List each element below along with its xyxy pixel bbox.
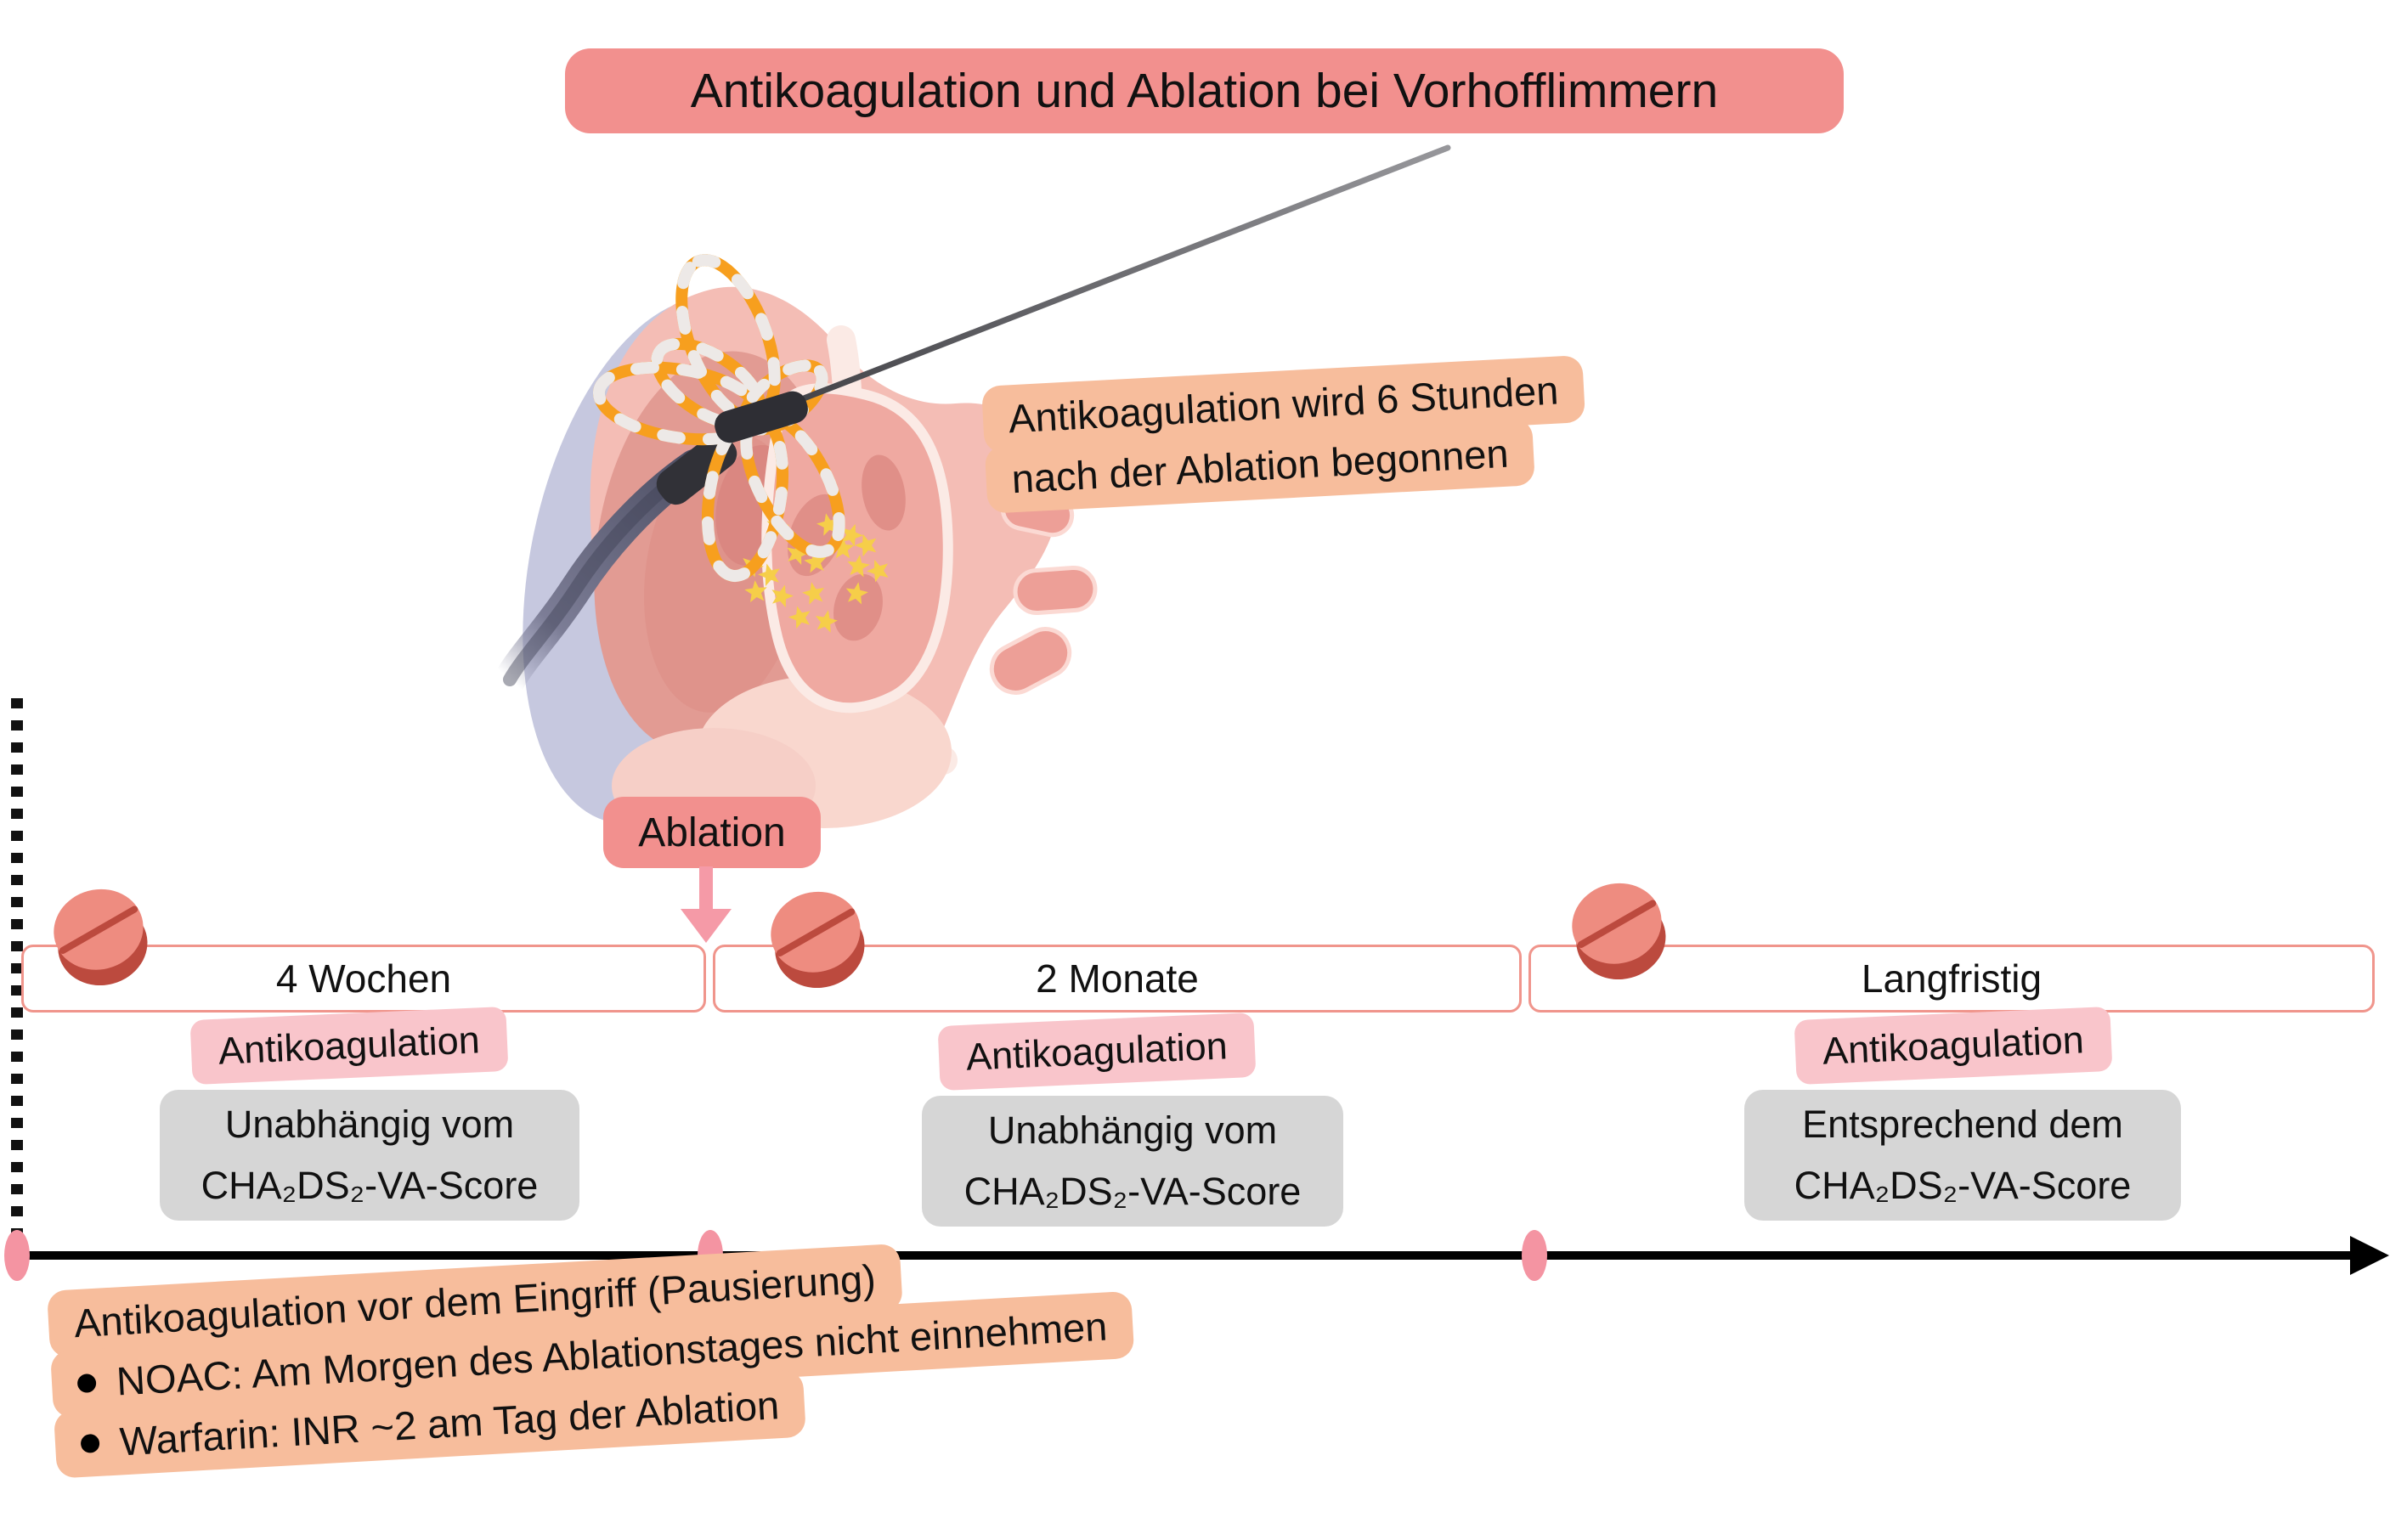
anticoagulation-tag-2: Antikoagulation bbox=[937, 1012, 1257, 1092]
timeline-dot-start bbox=[4, 1230, 30, 1281]
down-arrow-icon bbox=[681, 866, 732, 943]
score-detail-box-3: Entsprechend dem CHA₂DS₂-VA-Score bbox=[1744, 1090, 2181, 1221]
score-detail-line1: Entsprechend dem bbox=[1802, 1103, 2123, 1146]
ablation-label-text: Ablation bbox=[638, 809, 786, 855]
anticoagulation-tag-text: Antikoagulation bbox=[218, 1018, 481, 1073]
pill-icon bbox=[771, 891, 865, 989]
timeline-dot-2-monate bbox=[1522, 1230, 1547, 1281]
score-detail-line1: Unabhängig vom bbox=[987, 1108, 1278, 1152]
score-detail-line2: CHA₂DS₂-VA-Score bbox=[963, 1170, 1302, 1213]
dotted-separator-line bbox=[11, 698, 23, 1249]
page-title-text: Antikoagulation und Ablation bei Vorhoff… bbox=[690, 64, 1719, 118]
ablation-label: Ablation bbox=[603, 797, 821, 868]
timeline-arrowhead-icon bbox=[2350, 1236, 2389, 1275]
anticoagulation-tag-3: Antikoagulation bbox=[1794, 1006, 2113, 1086]
pre-procedure-note: Antikoagulation vor dem Eingriff (Pausie… bbox=[47, 1231, 1138, 1479]
timeline-box-label: 2 Monate bbox=[1036, 956, 1199, 1001]
timeline-box-label: 4 Wochen bbox=[275, 956, 452, 1001]
anticoagulation-tag-1: Antikoagulation bbox=[189, 1006, 509, 1086]
anticoagulation-tag-text: Antikoagulation bbox=[1822, 1018, 2085, 1073]
score-detail-line2: CHA₂DS₂-VA-Score bbox=[1794, 1164, 2132, 1207]
anticoagulation-tag-text: Antikoagulation bbox=[965, 1024, 1229, 1079]
timeline-box-langfristig: Langfristig bbox=[1528, 945, 2375, 1013]
catheter-hub bbox=[715, 391, 808, 443]
score-detail-box-2: Unabhängig vom CHA₂DS₂-VA-Score bbox=[922, 1096, 1343, 1227]
pill-icon bbox=[1572, 883, 1666, 980]
score-detail-line2: CHA₂DS₂-VA-Score bbox=[201, 1164, 539, 1207]
score-detail-box-1: Unabhängig vom CHA₂DS₂-VA-Score bbox=[160, 1090, 579, 1221]
page-title: Antikoagulation und Ablation bei Vorhoff… bbox=[565, 48, 1844, 133]
timeline-box-label: Langfristig bbox=[1861, 956, 2043, 1001]
bullet-icon bbox=[80, 1433, 100, 1453]
timeline-axis bbox=[17, 1251, 2355, 1260]
pill-icon bbox=[54, 888, 148, 986]
score-detail-line1: Unabhängig vom bbox=[224, 1103, 515, 1146]
guide-wire bbox=[754, 144, 1451, 420]
bullet-icon bbox=[76, 1373, 97, 1393]
